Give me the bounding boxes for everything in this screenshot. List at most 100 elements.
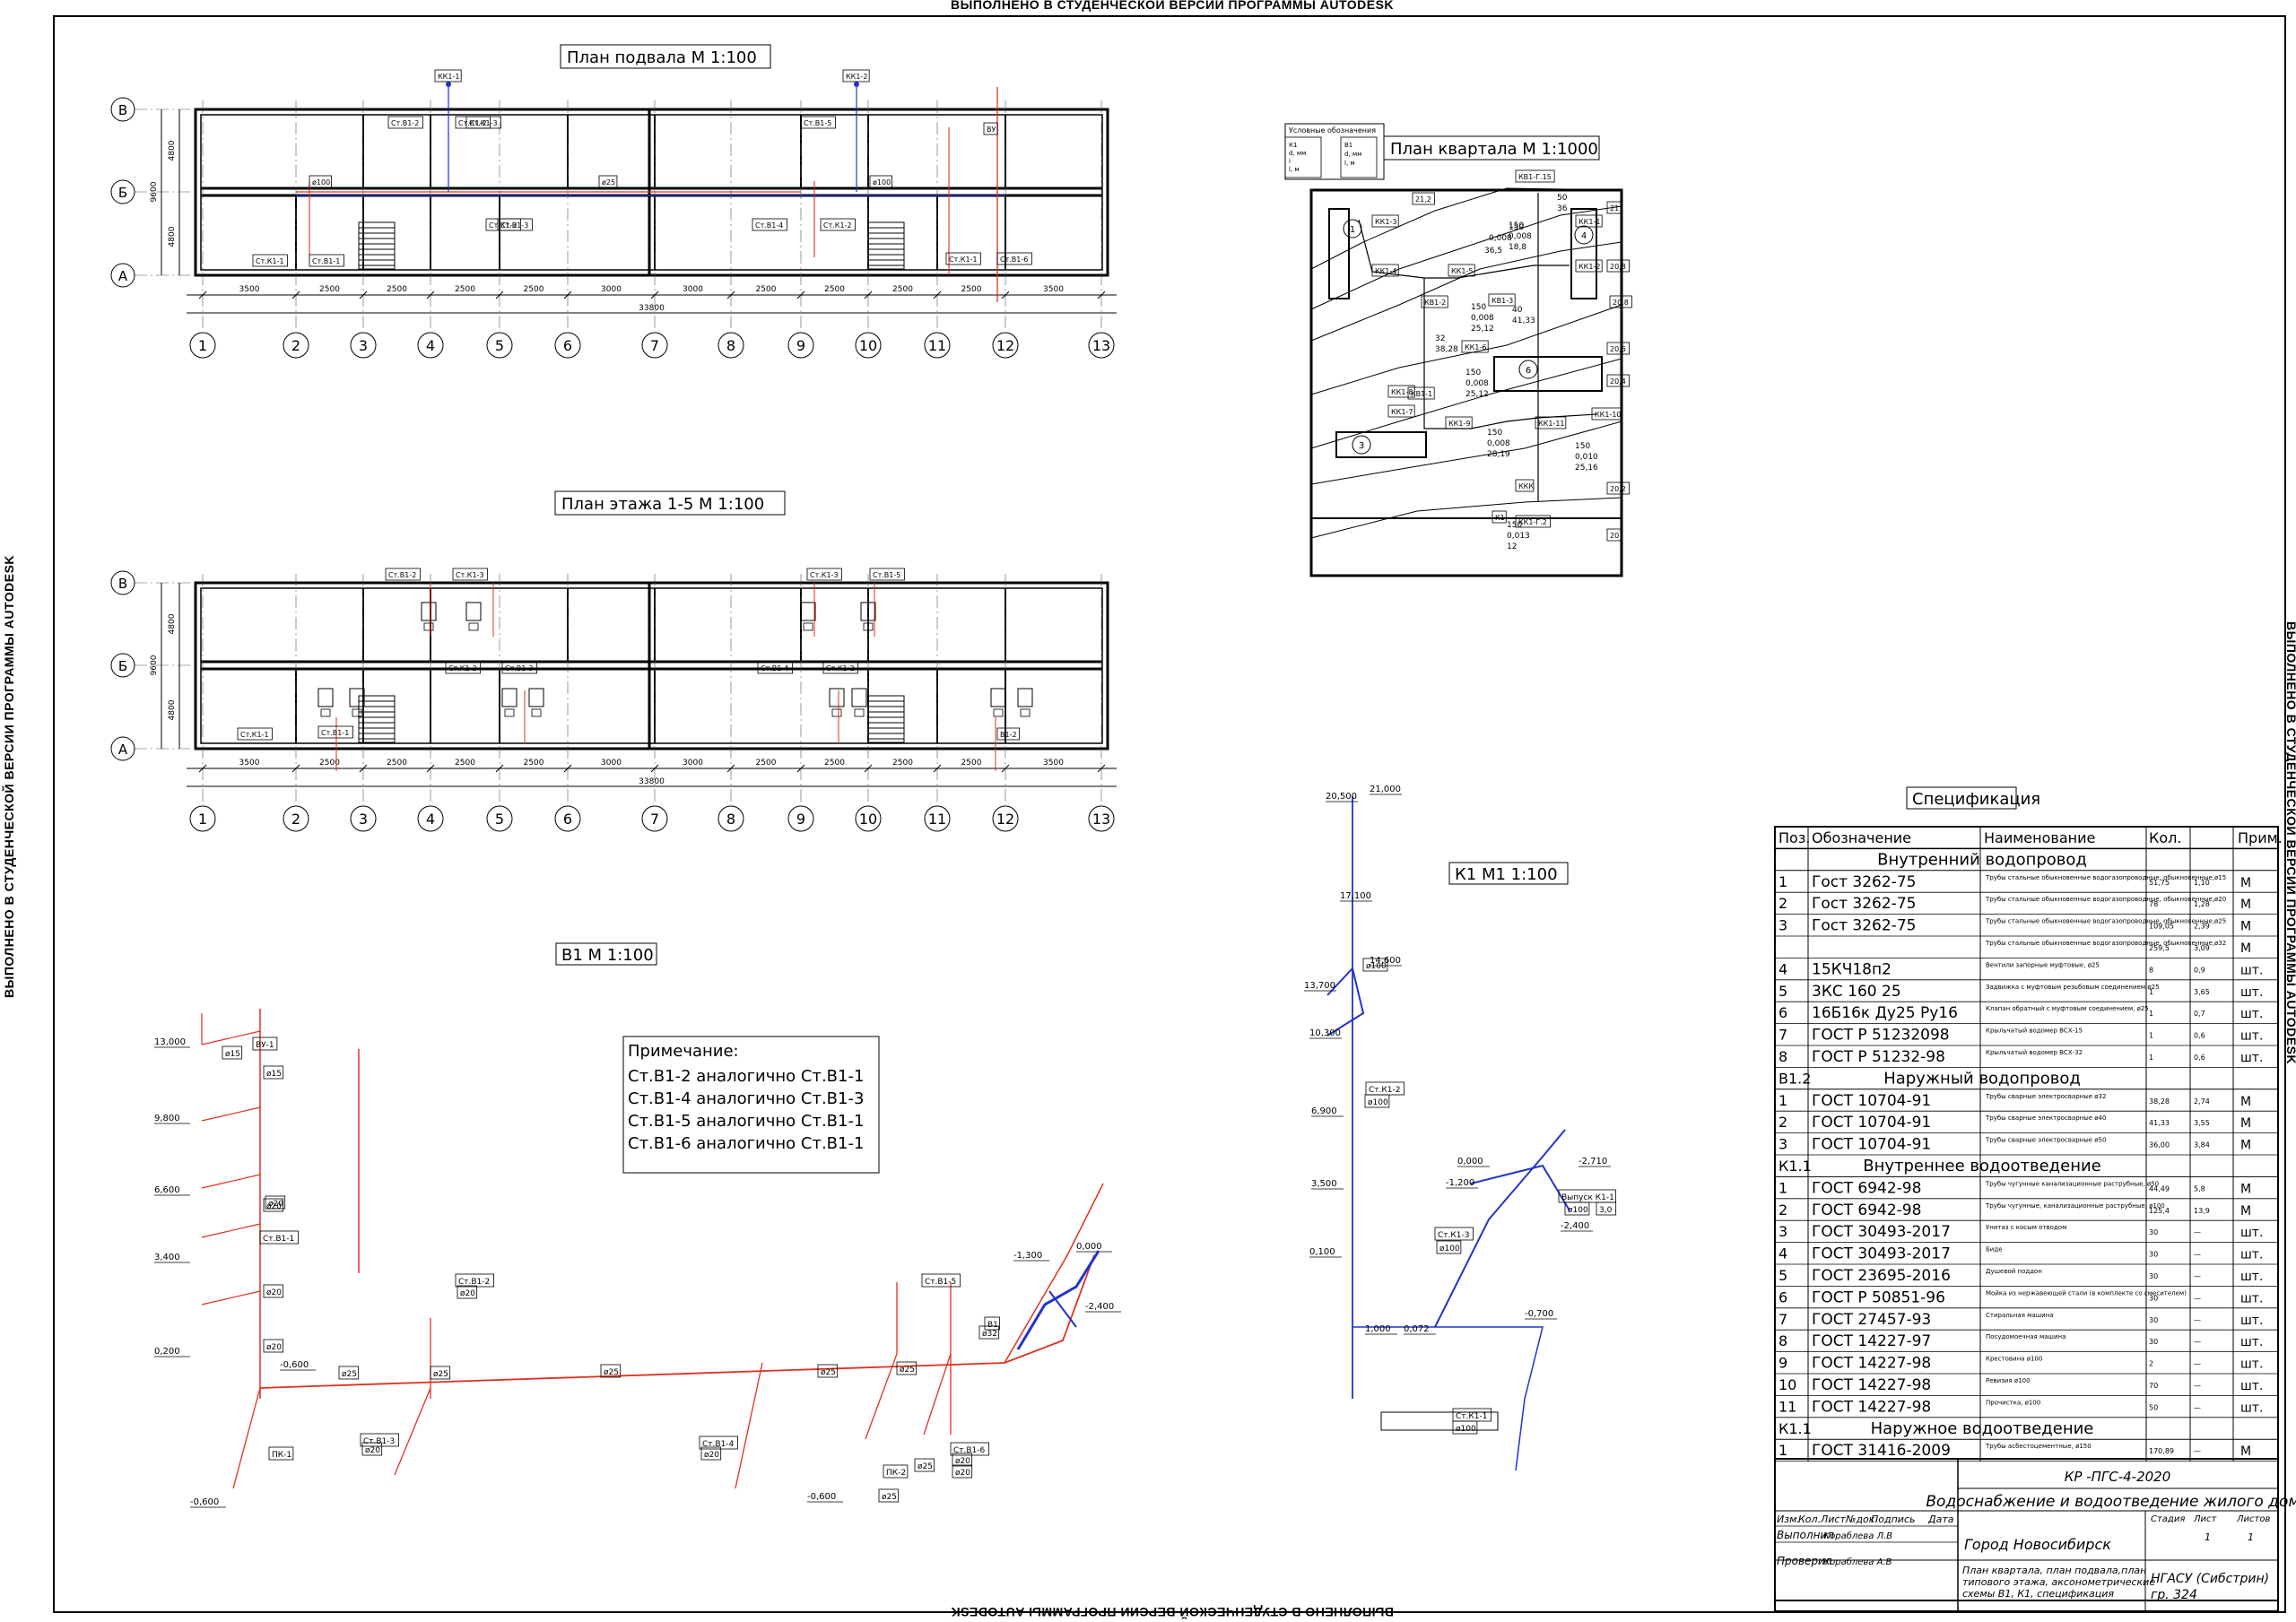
spec-cell-qty: 1 (2149, 1032, 2153, 1040)
block-net-label-box (1575, 214, 1603, 228)
spec-cell-unit: шт. (2240, 1291, 2263, 1305)
block-net-label: К1 (1495, 514, 1505, 522)
b1-stand: ПК-1 (272, 1451, 291, 1460)
k1-diameter: ø100 (1568, 1206, 1588, 1215)
block-number: 12 (1507, 542, 1517, 551)
spec-cell-qty: 51,75 (2149, 879, 2170, 887)
spec-cell-unit: М (2240, 941, 2251, 956)
b1-stand: Ст.В1-6 (953, 1446, 986, 1455)
spec-cell-pos: 3 (1779, 917, 1787, 934)
b1-stand-box (921, 1273, 961, 1288)
pipe-label-box (317, 725, 353, 739)
legend-k1-item: d, мм (1289, 150, 1306, 157)
spec-cell-mass: 5,8 (2194, 1184, 2205, 1193)
spec-cell-mass: 3,55 (2194, 1119, 2210, 1127)
spec-cell-pos: 7 (1779, 1027, 1787, 1044)
spec-cell-qty: 50 (2149, 1403, 2158, 1411)
spec-cell-unit: М (2240, 1116, 2251, 1131)
k1-diameter: ø100 (1368, 1098, 1388, 1107)
branch (865, 1353, 898, 1440)
block-title: План квартала М 1:1000 (1390, 140, 1598, 159)
pipe-label-box (869, 568, 905, 581)
spec-cell-mass: 2,74 (2194, 1097, 2210, 1106)
b1-diameter-box (896, 1361, 918, 1375)
spec-title-box (1906, 786, 2017, 810)
k1-stand-box (1434, 1227, 1474, 1241)
floor-branch (201, 1290, 261, 1305)
stamp-stage-header: Лист (2193, 1514, 2218, 1524)
spec-cell-code: ГОСТ 14227-98 (1812, 1376, 1931, 1394)
floor-branch (201, 1030, 261, 1045)
spec-cell-unit: шт. (2240, 1335, 2263, 1349)
building (1570, 208, 1597, 299)
axis-bubble (992, 805, 1019, 832)
k1-stand: Ст.К1-1 (1456, 1412, 1487, 1421)
axis-bubble (992, 332, 1019, 359)
b1-diameter: ø20 (955, 1469, 970, 1478)
b1-stand-box (360, 1433, 399, 1447)
note-line: Ст.В1-5 аналогично Ст.В1-1 (628, 1112, 864, 1131)
axis-bubble (283, 805, 309, 832)
dim-tick (650, 291, 659, 299)
spec-header: Обозначение (1812, 829, 1911, 846)
row-dim: 4800 (168, 140, 177, 160)
spec-section-code: К1.1 (1779, 1158, 1812, 1175)
block-number: 0,008 (1487, 439, 1510, 448)
building-number: 3 (1359, 441, 1364, 451)
spec-cell-mass: 3,84 (2194, 1141, 2210, 1149)
fixture (851, 688, 867, 707)
b1-stand: ПК-2 (886, 1469, 906, 1478)
b1-level: 9,800 (154, 1114, 180, 1123)
spec-cell-pos: 6 (1779, 1004, 1787, 1021)
k1-level: 1,000 (1365, 1324, 1391, 1334)
fixture-detail (863, 622, 874, 631)
span-dim: 2500 (824, 759, 845, 768)
spec-cell-qty: 38,28 (2149, 1097, 2170, 1106)
spec-cell-mass: — (2194, 1316, 2201, 1324)
pipe-label: Ст.К1-2 (458, 119, 487, 127)
span-dim: 2500 (387, 759, 407, 768)
k1-level: 20,500 (1326, 792, 1357, 802)
b1-level: 6,600 (154, 1185, 180, 1195)
pipe-label-box (309, 254, 344, 267)
pipe-label: ø100 (873, 178, 891, 186)
stamp-sheet-desc: План квартала, план подвала,план (1962, 1565, 2146, 1576)
pipe-label: Ст.В1-5 (873, 571, 900, 579)
pipe-label: Ст.К1-1 (256, 257, 284, 265)
spec-cell-unit: шт. (2240, 1051, 2263, 1065)
spec-cell-name: Трубы чугунные канализационные раструбны… (1985, 1180, 2159, 1187)
b1-diameter-box (914, 1458, 935, 1472)
axis-number: 4 (426, 337, 435, 354)
spec-section-title: Внутренний водопровод (1877, 850, 2087, 869)
axis-bubble (924, 332, 951, 359)
spec-cell-name: Прочистка, ø100 (1986, 1399, 2040, 1406)
block-number: 50 (1557, 194, 1568, 203)
spec-cell-code: ГОСТ 30493-2017 (1812, 1245, 1951, 1263)
fixture-detail (320, 708, 331, 717)
spec-cell-unit: М (2240, 1444, 2251, 1459)
b1-diameter-box (263, 1198, 284, 1212)
block-number: 0,010 (1575, 453, 1598, 462)
legend-k1 (1284, 136, 1322, 178)
block-net-label: КК1-9 (1448, 420, 1470, 428)
spec-cell-code: ГОСТ 14227-97 (1812, 1332, 1931, 1350)
spec-cell-pos: 4 (1779, 960, 1787, 977)
k1-stand: Выпуск К1-1 (1561, 1193, 1614, 1202)
spec-cell-name: Задвижка с муфтовым резьбовым соединение… (1986, 984, 2160, 991)
spec-cell-name: Посудомоечная машина (1986, 1333, 2066, 1340)
pipe-label-box (252, 254, 288, 267)
b1-stand-box (259, 1230, 299, 1245)
axis-bubble (283, 332, 309, 359)
spec-cell-code: ГОСТ 10704-91 (1812, 1092, 1931, 1110)
fixture (317, 688, 334, 707)
block-net-label: КВ1-1 (1411, 390, 1432, 398)
b1-diameter-box (952, 1464, 973, 1479)
stamp-stage-value: 1 (2248, 1531, 2254, 1543)
note-line: Ст.В1-6 аналогично Ст.В1-1 (628, 1134, 864, 1153)
block-net-label-box (1461, 340, 1489, 353)
contour-line (1310, 241, 1622, 342)
b1-diameter: ø20 (266, 1288, 282, 1297)
spec-cell-pos: 6 (1779, 1288, 1787, 1305)
